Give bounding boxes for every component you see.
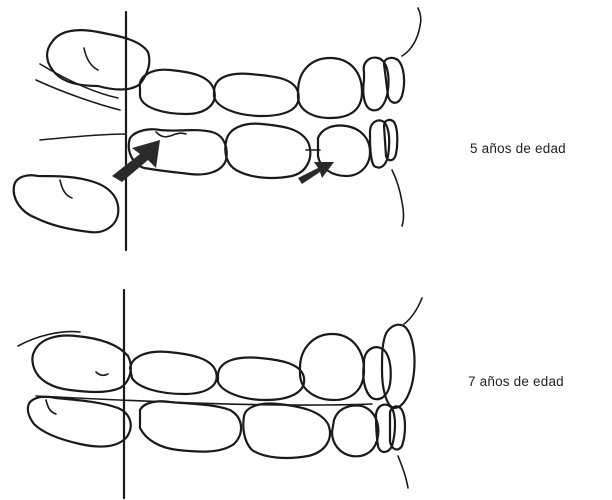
upper-incisor-b: [384, 58, 404, 103]
caption-age-5: 5 años de edad: [470, 141, 566, 156]
lower-incisor-a: [370, 120, 389, 167]
upper-molar-left-7: [33, 336, 131, 392]
upper-molar-left: [47, 30, 149, 89]
upper-tooth-2-7: [218, 358, 304, 400]
caption-age-7: 7 años de edad: [468, 374, 564, 389]
upper-tooth-1-7: [130, 352, 217, 394]
lower-tooth-3-7: [332, 406, 378, 457]
upper-tooth-1: [140, 70, 215, 114]
upper-tooth-3: [298, 58, 362, 118]
lower-tooth-2: [225, 124, 310, 178]
lower-tooth-1-7: [140, 401, 241, 451]
lower-tooth-2-7: [243, 404, 330, 459]
upper-incisor-b-7: [382, 325, 415, 408]
lower-molar-left: [14, 175, 119, 232]
arrow-small: [298, 162, 334, 184]
lower-molar-left-7: [28, 397, 131, 447]
upper-tooth-2: [214, 74, 299, 116]
panel-age-7: [18, 290, 422, 498]
upper-tooth-3-7: [300, 334, 364, 400]
arrow-large: [112, 140, 160, 182]
upper-incisor-a-7: [363, 347, 390, 399]
panel-age-5: [14, 8, 421, 250]
